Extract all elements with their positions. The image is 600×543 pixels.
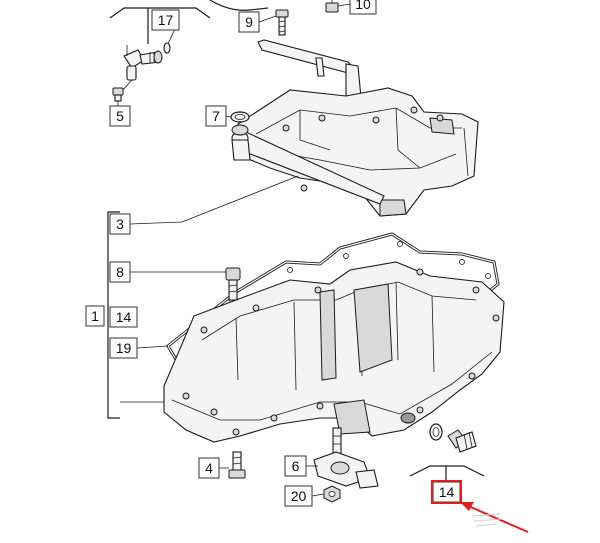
callout-17-label: 17 (158, 12, 174, 28)
callout-4-label: 4 (205, 460, 213, 476)
callout-10[interactable]: 10 (349, 0, 377, 15)
callout-14-lower[interactable]: 14 (431, 480, 462, 504)
watermark-smudge (471, 513, 503, 527)
bolt-9 (275, 9, 289, 36)
bolt-4 (228, 451, 246, 479)
callout-4[interactable]: 4 (198, 457, 220, 479)
callout-8-label: 8 (116, 264, 124, 280)
callout-5[interactable]: 5 (109, 105, 131, 127)
bracket-1-group (107, 211, 120, 419)
upper-oil-pan-section (231, 39, 479, 217)
callout-6[interactable]: 6 (284, 455, 307, 477)
bracket-14-lower (409, 465, 485, 477)
bolt-5 (112, 87, 124, 108)
callout-7-label: 7 (212, 108, 220, 124)
callout-3[interactable]: 3 (109, 213, 131, 235)
callout-20[interactable]: 20 (284, 485, 313, 507)
seal-ring-7 (230, 111, 250, 123)
callout-14-upper[interactable]: 14 (109, 306, 138, 328)
stud-8 (225, 267, 241, 301)
callout-1[interactable]: 1 (85, 305, 105, 327)
callout-1-label: 1 (91, 308, 99, 324)
callout-14-upper-label: 14 (116, 309, 132, 325)
callout-6-label: 6 (292, 458, 300, 474)
callout-17[interactable]: 17 (151, 9, 180, 31)
bolt-10 (325, 0, 339, 13)
red-arrow-pointer (460, 502, 529, 533)
callout-3-label: 3 (116, 216, 124, 232)
oil-level-sensor-6 (313, 427, 379, 489)
seal-ring-14 (429, 423, 443, 441)
callout-10-label: 10 (355, 0, 371, 12)
callout-19[interactable]: 19 (109, 337, 138, 359)
bracket-17-group (109, 7, 211, 44)
upper-part-edge (209, 0, 269, 11)
callout-20-label: 20 (291, 488, 307, 504)
callout-9[interactable]: 9 (238, 11, 260, 33)
callout-14-lower-label: 14 (439, 484, 455, 500)
callout-highlight (431, 480, 462, 504)
callout-9-label: 9 (245, 14, 253, 30)
drain-plug (447, 429, 477, 453)
callout-7[interactable]: 7 (205, 105, 227, 127)
oil-level-sensor-top (120, 42, 171, 93)
callout-8[interactable]: 8 (109, 261, 131, 283)
callout-19-label: 19 (116, 340, 132, 356)
nut-20 (323, 485, 341, 503)
callout-5-label: 5 (116, 108, 124, 124)
lower-oil-pan (163, 261, 505, 443)
